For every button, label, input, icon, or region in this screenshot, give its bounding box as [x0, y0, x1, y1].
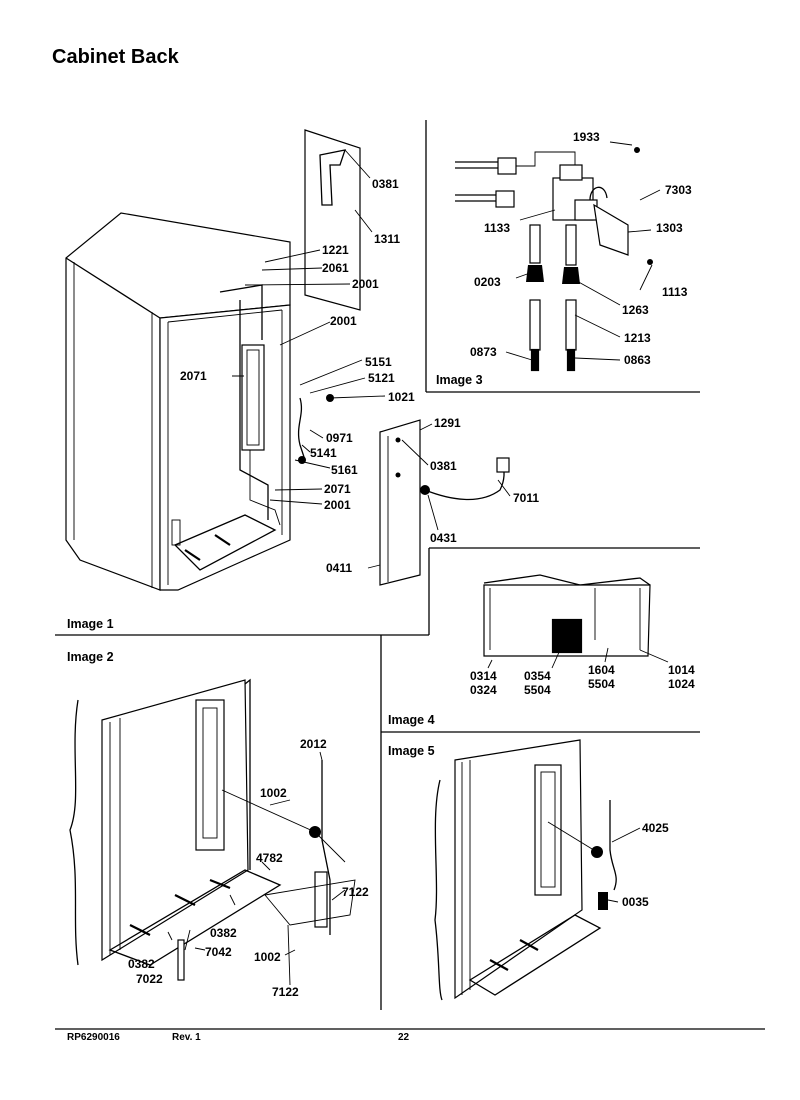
- callout: 2061: [322, 261, 349, 275]
- callout: 0354: [524, 669, 551, 683]
- image-4-drawing: [483, 574, 669, 669]
- callout: 1303: [656, 221, 683, 235]
- callout: 0873: [470, 345, 497, 359]
- callout: 0314: [470, 669, 497, 683]
- callout: 0203: [474, 275, 501, 289]
- image-1-caption: Image 1: [67, 617, 114, 631]
- callout: 5141: [310, 446, 337, 460]
- image-5-callouts: 4025 0035: [622, 821, 669, 909]
- callout: 7122: [342, 885, 369, 899]
- image-2-drawing: [69, 678, 356, 986]
- callout: 0382: [128, 957, 155, 971]
- callout: 2071: [180, 369, 207, 383]
- callout: 0381: [372, 177, 399, 191]
- callout: 1311: [374, 232, 400, 246]
- callout: 5504: [588, 677, 615, 691]
- callout: 5151: [365, 355, 392, 369]
- callout: 5161: [331, 463, 358, 477]
- callout: 0382: [210, 926, 237, 940]
- image-5-drawing: [434, 739, 641, 1001]
- callout: 1002: [260, 786, 287, 800]
- callout: 0324: [470, 683, 497, 697]
- callout: 1014: [668, 663, 695, 677]
- callout: 1604: [588, 663, 615, 677]
- callout: 2001: [324, 498, 351, 512]
- image-4-caption: Image 4: [388, 713, 435, 727]
- image-1-drawing: [65, 129, 511, 591]
- callout: 0971: [326, 431, 353, 445]
- image-2-callouts: 2012 1002 4782 7122 0382 0382 7042 7022 …: [128, 737, 369, 999]
- image-4-callouts: 0314 0324 0354 5504 1604 5504 1014 1024: [470, 663, 695, 697]
- callout: 1263: [622, 303, 649, 317]
- page-number: 22: [398, 1032, 410, 1043]
- callout: 0431: [430, 531, 457, 545]
- panel-borders: [55, 120, 765, 1030]
- image-2-caption: Image 2: [67, 650, 114, 664]
- callout: 1113: [662, 285, 688, 299]
- callout: 0411: [326, 561, 352, 575]
- callout: 5121: [368, 371, 395, 385]
- image-3-drawing: [455, 141, 661, 372]
- callout: 1221: [322, 243, 349, 257]
- callout: 0035: [622, 895, 649, 909]
- image-1-callouts: 0381 1311 1221 2061 2001 2001 2071 5151 …: [180, 177, 539, 575]
- doc-number: RP6290016: [67, 1032, 120, 1043]
- callout: 2001: [352, 277, 379, 291]
- callout: 4025: [642, 821, 669, 835]
- callout: 5504: [524, 683, 551, 697]
- callout: 1024: [668, 677, 695, 691]
- callout: 0863: [624, 353, 651, 367]
- page-title: Cabinet Back: [52, 46, 179, 68]
- callout: 1933: [573, 130, 600, 144]
- callout: 2071: [324, 482, 351, 496]
- image-5-caption: Image 5: [388, 744, 435, 758]
- callout: 1213: [624, 331, 651, 345]
- callout: 2001: [330, 314, 357, 328]
- callout: 1133: [484, 221, 510, 235]
- image-3-callouts: 1933 7303 1133 1303 0203 1263 1113 1213 …: [470, 130, 692, 367]
- callout: 7011: [513, 491, 539, 505]
- image-3-caption: Image 3: [436, 373, 483, 387]
- callout: 1021: [388, 390, 415, 404]
- callout: 2012: [300, 737, 327, 751]
- callout: 7122: [272, 985, 299, 999]
- callout: 0381: [430, 459, 457, 473]
- callout: 1002: [254, 950, 281, 964]
- callout: 7022: [136, 972, 163, 986]
- callout: 7303: [665, 183, 692, 197]
- revision: Rev. 1: [172, 1032, 201, 1043]
- callout: 1291: [434, 416, 461, 430]
- callout: 4782: [256, 851, 283, 865]
- callout: 7042: [205, 945, 232, 959]
